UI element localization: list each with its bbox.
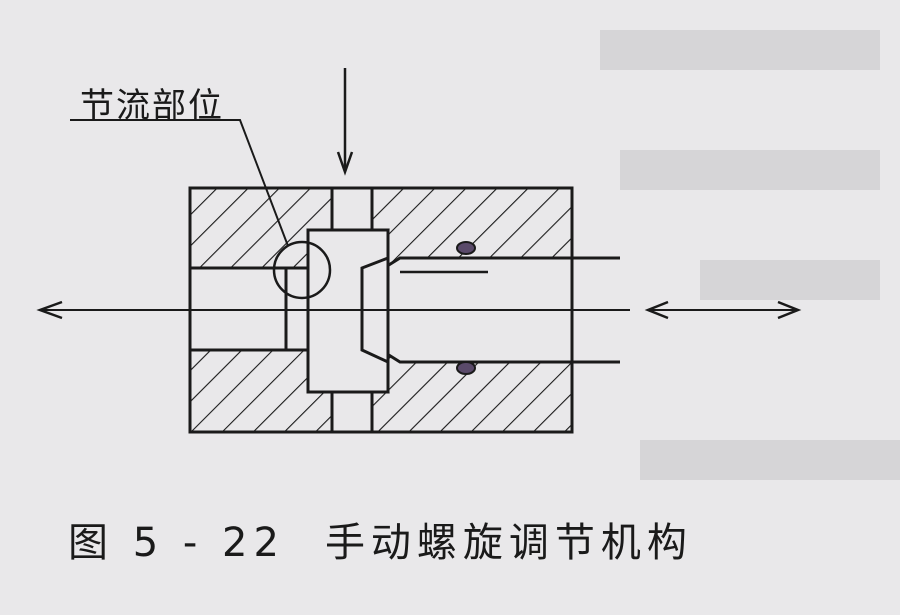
stem-travel-arrow [644, 300, 802, 320]
outlet-arrow [36, 300, 630, 320]
background-bleed [600, 30, 900, 480]
throttle-label: 节流部位 [80, 86, 224, 126]
throttle-zone-circle [272, 240, 332, 300]
upper-body-section-right [370, 186, 574, 271]
inlet-arrow [336, 68, 354, 176]
caption-number: 图 5 - 22 [68, 520, 285, 566]
o-ring-seal [456, 361, 476, 375]
adjusting-stem [400, 241, 620, 375]
figure-caption: 图 5 - 22 手动螺旋调节机构 [68, 510, 693, 568]
caption-title: 手动螺旋调节机构 [324, 520, 693, 566]
throttle-callout [70, 119, 332, 300]
o-ring-seal [456, 241, 476, 255]
callout-leader [70, 119, 289, 247]
